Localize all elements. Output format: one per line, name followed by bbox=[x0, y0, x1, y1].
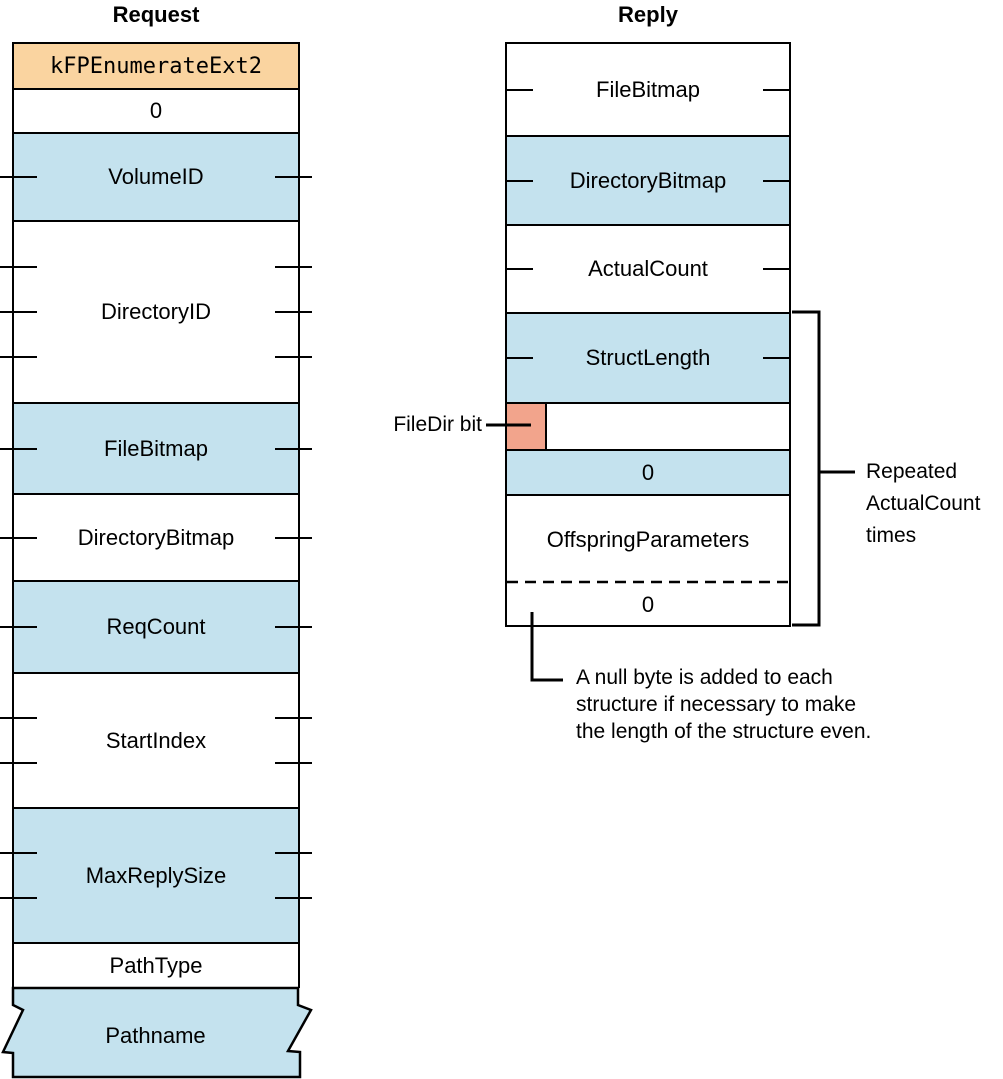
byte-boundary-tick bbox=[507, 179, 533, 182]
reply-row-null-byte: 0 bbox=[507, 584, 789, 625]
byte-boundary-tick bbox=[763, 268, 789, 270]
byte-boundary-tick bbox=[507, 88, 533, 91]
byte-boundary-tick bbox=[507, 357, 533, 359]
reply-row-directorybitmap: DirectoryBitmap bbox=[507, 135, 789, 224]
row-label: 0 bbox=[149, 98, 163, 123]
row-label: PathType bbox=[109, 953, 203, 978]
byte-boundary-tick bbox=[275, 896, 312, 899]
reply-row-offspringparameters: OffspringParameters bbox=[507, 494, 789, 584]
note-line: structure if necessary to make bbox=[576, 693, 857, 716]
byte-boundary-tick bbox=[0, 447, 37, 450]
row-label: FileBitmap bbox=[596, 76, 700, 102]
reply-row-filebitmap: FileBitmap bbox=[507, 44, 789, 135]
byte-boundary-tick bbox=[763, 88, 789, 91]
request-row-command: kFPEnumerateExt2 bbox=[14, 44, 298, 88]
byte-boundary-tick bbox=[275, 536, 312, 539]
request-row-startindex: StartIndex bbox=[0, 672, 312, 807]
request-title: Request bbox=[112, 2, 200, 27]
note-line: times bbox=[866, 524, 917, 547]
request-row-pad: 0 bbox=[14, 88, 298, 132]
byte-boundary-tick bbox=[275, 266, 312, 268]
byte-boundary-tick bbox=[275, 626, 312, 628]
request-structure: kFPEnumerateExt2 0 VolumeID DirectoryID … bbox=[0, 42, 312, 988]
byte-boundary-tick bbox=[0, 626, 37, 628]
row-label: DirectoryBitmap bbox=[569, 167, 727, 193]
byte-boundary-tick bbox=[275, 852, 312, 855]
row-label: ActualCount bbox=[588, 256, 708, 281]
repeat-bracket bbox=[792, 310, 855, 627]
filedir-bit-box bbox=[505, 402, 547, 451]
row-label: kFPEnumerateExt2 bbox=[50, 53, 262, 79]
request-row-filebitmap: FileBitmap bbox=[0, 402, 312, 493]
byte-boundary-tick bbox=[0, 266, 37, 268]
null-byte-note: A null byte is added to each structure i… bbox=[576, 664, 871, 745]
note-line: A null byte is added to each bbox=[576, 666, 833, 689]
request-row-volumeid: VolumeID bbox=[0, 132, 312, 220]
note-line: ActualCount bbox=[866, 492, 981, 515]
pathname-label: Pathname bbox=[105, 1023, 206, 1048]
byte-boundary-tick bbox=[275, 761, 312, 764]
filedir-bit-label: FileDir bit bbox=[393, 413, 482, 436]
byte-boundary-tick bbox=[0, 852, 37, 855]
row-label: ReqCount bbox=[106, 614, 206, 639]
row-label: DirectoryBitmap bbox=[77, 524, 235, 550]
byte-boundary-tick bbox=[275, 356, 312, 358]
reply-row-filedir bbox=[505, 402, 789, 451]
byte-boundary-tick bbox=[763, 179, 789, 182]
row-label: 0 bbox=[641, 459, 655, 485]
request-row-directoryid: DirectoryID bbox=[0, 220, 312, 402]
byte-boundary-tick bbox=[0, 356, 37, 358]
reply-row-actualcount: ActualCount bbox=[507, 224, 789, 312]
repeated-actualcount-note: Repeated ActualCount times bbox=[866, 456, 980, 552]
byte-boundary-tick bbox=[275, 717, 312, 720]
reply-row-zero-pad: 0 bbox=[507, 449, 789, 494]
reply-structure: FileBitmap DirectoryBitmap ActualCount S… bbox=[505, 42, 791, 627]
request-row-maxreplysize: MaxReplySize bbox=[0, 807, 312, 942]
byte-boundary-tick bbox=[0, 896, 37, 899]
byte-boundary-tick bbox=[275, 176, 312, 178]
row-label: VolumeID bbox=[108, 164, 204, 189]
reply-row-structlength: StructLength bbox=[507, 312, 789, 402]
row-label: DirectoryID bbox=[100, 299, 211, 324]
request-row-directorybitmap: DirectoryBitmap bbox=[0, 493, 312, 580]
byte-boundary-tick bbox=[275, 447, 312, 450]
row-label: MaxReplySize bbox=[85, 862, 227, 888]
row-label: 0 bbox=[641, 591, 655, 617]
reply-title: Reply bbox=[618, 2, 678, 27]
byte-boundary-tick bbox=[0, 311, 37, 313]
byte-boundary-tick bbox=[507, 268, 533, 270]
byte-boundary-tick bbox=[763, 357, 789, 359]
row-label: OffspringParameters bbox=[546, 527, 750, 552]
byte-boundary-tick bbox=[0, 717, 37, 720]
byte-boundary-tick bbox=[0, 176, 37, 178]
row-label: StartIndex bbox=[105, 727, 207, 753]
byte-boundary-tick bbox=[0, 536, 37, 539]
row-label: FileBitmap bbox=[104, 435, 208, 461]
byte-boundary-tick bbox=[275, 311, 312, 313]
request-row-pathtype: PathType bbox=[14, 942, 298, 988]
note-line: Repeated bbox=[866, 460, 958, 483]
row-label: StructLength bbox=[585, 345, 711, 370]
request-row-reqcount: ReqCount bbox=[0, 580, 312, 672]
byte-boundary-tick bbox=[0, 761, 37, 764]
note-line: the length of the structure even. bbox=[576, 720, 872, 743]
